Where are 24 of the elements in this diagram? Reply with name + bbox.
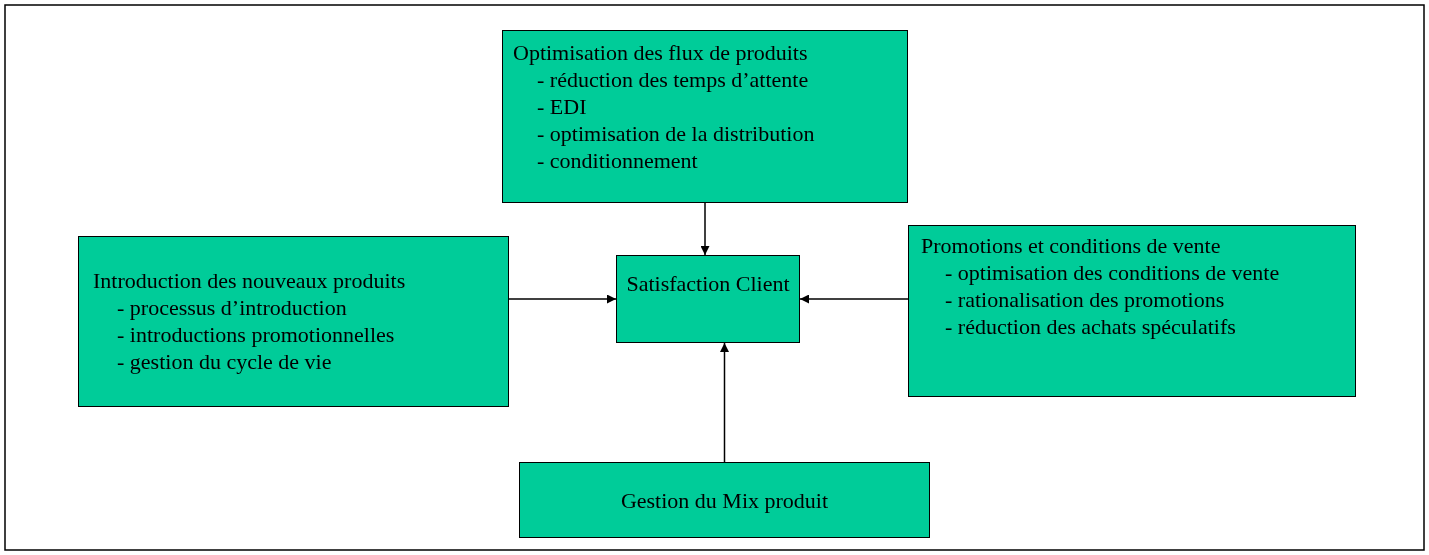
list-item: - rationalisation des promotions <box>944 286 1226 313</box>
arrow <box>799 294 909 304</box>
list-item: - réduction des temps d’attente <box>536 66 810 93</box>
list-item: - optimisation de la distribution <box>536 120 816 147</box>
arrow <box>700 202 710 256</box>
box-label: Gestion du Mix produit <box>619 487 830 514</box>
arrow <box>508 294 617 304</box>
box-heading: Promotions et conditions de vente <box>921 232 1222 259</box>
process-box <box>519 462 930 538</box>
arrow <box>720 342 729 463</box>
process-box <box>502 30 908 203</box>
list-item: - processus d’introduction <box>116 294 348 321</box>
process-box <box>78 236 509 407</box>
box-heading: Optimisation des flux de produits <box>513 39 809 66</box>
box-heading: Introduction des nouveaux produits <box>93 267 407 294</box>
list-item: - optimisation des conditions de vente <box>944 259 1281 286</box>
list-item: - gestion du cycle de vie <box>116 348 333 375</box>
list-item: - réduction des achats spéculatifs <box>944 313 1237 340</box>
process-box <box>616 255 800 343</box>
list-item: - EDI <box>536 93 588 120</box>
process-box <box>908 225 1356 397</box>
box-label: Satisfaction Client <box>625 270 791 297</box>
list-item: - introductions promotionnelles <box>116 321 396 348</box>
list-item: - conditionnement <box>536 147 699 174</box>
